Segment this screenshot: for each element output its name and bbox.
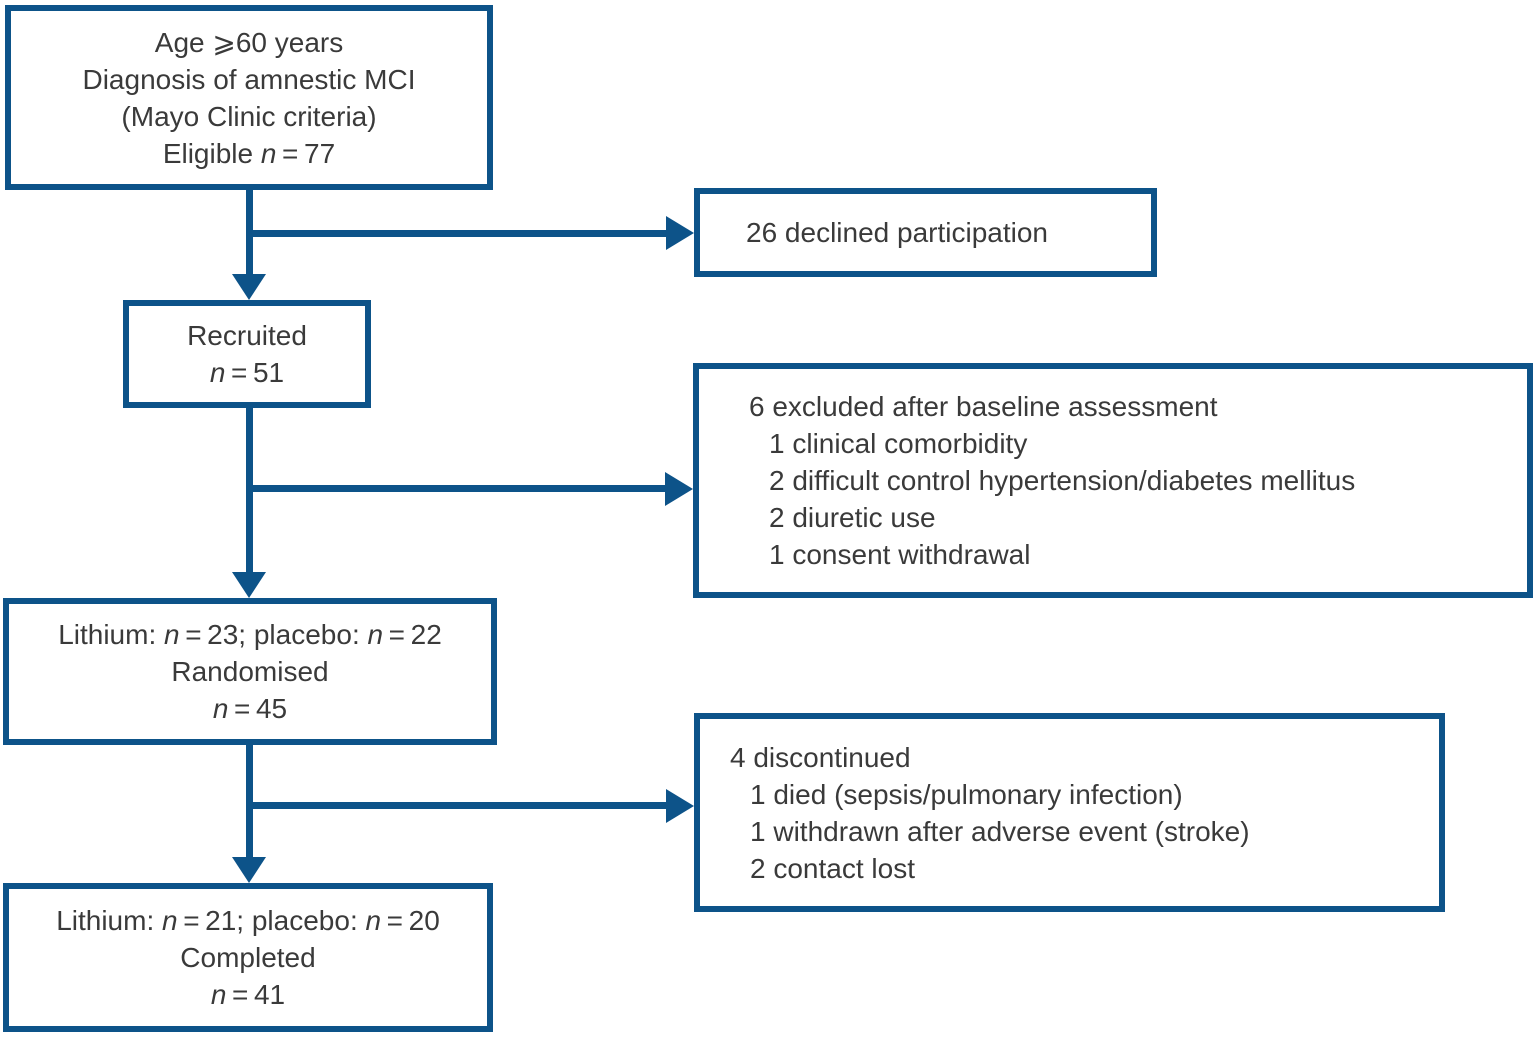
- branch-to-discontinued: [249, 802, 666, 809]
- box-line: 1 consent withdrawal: [769, 539, 1031, 570]
- branch-to-excluded: [249, 485, 665, 492]
- box-line: 1 died (sepsis/pulmonary infection): [750, 778, 1183, 810]
- box-line: (Mayo Clinic criteria): [121, 100, 377, 132]
- arrowhead-right-discontinued-icon: [666, 789, 694, 823]
- box-line: 1 clinical comorbidity: [769, 428, 1028, 459]
- arrowhead-down-recruited-icon: [232, 274, 266, 300]
- discontinued-box: 4 discontinued 1 died (sepsis/pulmonary i…: [694, 713, 1445, 912]
- box-line: Lithium: n = 21; placebo: n = 20: [56, 905, 440, 936]
- box-line: 2 contact lost: [750, 852, 915, 884]
- arrowhead-down-randomised-icon: [232, 572, 266, 598]
- box-line: Diagnosis of amnestic MCI: [82, 63, 416, 95]
- box-line: n = 41: [210, 979, 286, 1010]
- box-line: 26 declined participation: [746, 217, 1048, 248]
- box-line: 1 withdrawn after adverse event (stroke): [750, 815, 1250, 847]
- completed-box: Lithium: n = 21; placebo: n = 20 Complete…: [3, 883, 493, 1032]
- randomised-box: Lithium: n = 23; placebo: n = 22 Randomis…: [3, 598, 497, 745]
- connector-randomised-to-completed: [246, 745, 253, 857]
- box-line: Age ⩾60 years: [154, 26, 344, 58]
- box-line: 6 excluded after baseline assessment: [749, 391, 1218, 422]
- excluded-box: 6 excluded after baseline assessment 1 cl…: [693, 363, 1533, 598]
- declined-box: 26 declined participation: [694, 188, 1157, 277]
- branch-to-declined: [249, 230, 666, 237]
- box-line: Randomised: [171, 656, 329, 687]
- arrowhead-right-declined-icon: [666, 216, 694, 250]
- box-line: 2 difficult control hypertension/diabete…: [769, 465, 1356, 496]
- box-line: Completed: [180, 942, 316, 973]
- box-line: Eligible n = 77: [162, 137, 336, 169]
- box-line: n = 45: [212, 693, 288, 724]
- arrowhead-down-completed-icon: [232, 857, 266, 883]
- arrowhead-right-excluded-icon: [665, 472, 693, 506]
- box-line: 2 diuretic use: [769, 502, 936, 533]
- box-line: n = 51: [209, 357, 285, 388]
- box-line: Recruited: [187, 320, 307, 351]
- recruited-box: Recruited n = 51: [123, 300, 371, 408]
- box-line: 4 discontinued: [730, 741, 911, 773]
- box-line: Lithium: n = 23; placebo: n = 22: [58, 619, 442, 650]
